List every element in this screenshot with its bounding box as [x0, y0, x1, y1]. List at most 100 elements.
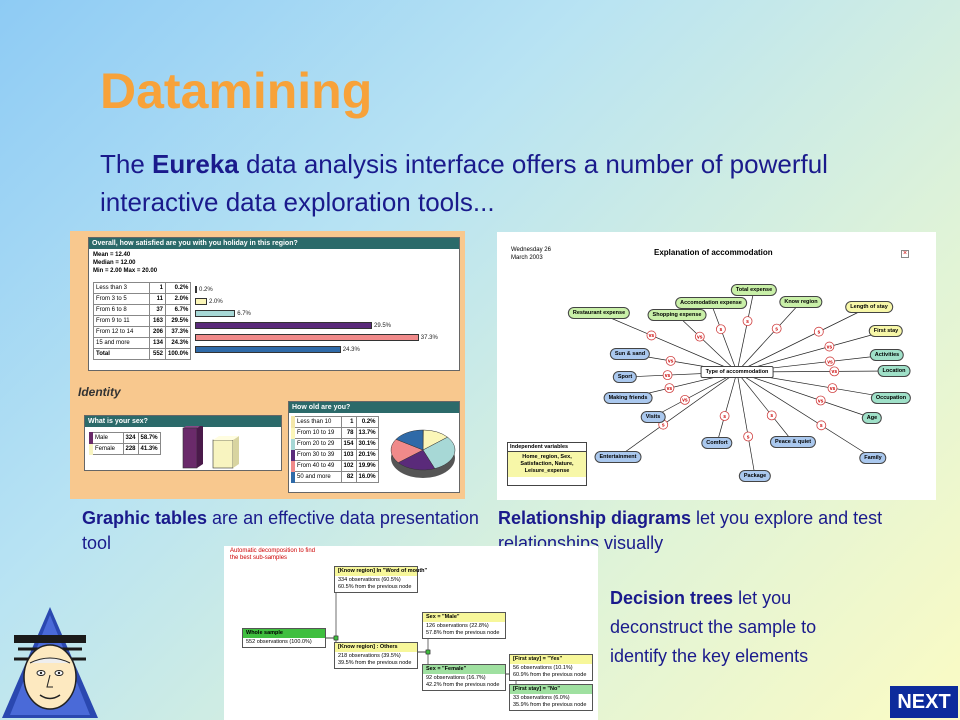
row-count: 1 [149, 282, 166, 294]
relationship-link [736, 371, 794, 443]
relationship-node[interactable]: Accomodation expense [675, 297, 747, 309]
relationship-center-node[interactable]: Type of accommodation [700, 366, 774, 378]
relationship-node[interactable]: Peace & quiet [769, 436, 817, 448]
relationship-node[interactable]: Shopping expense [647, 309, 707, 321]
relationship-node[interactable]: First stay [868, 325, 904, 337]
satisfaction-bar [195, 298, 207, 305]
significance-marker-label: s [775, 326, 778, 332]
relationship-link [736, 371, 756, 477]
row-label: From 9 to 11 [93, 315, 150, 327]
significance-marker [680, 394, 690, 405]
significance-marker-label: s [719, 327, 722, 333]
significance-marker-label: s [746, 319, 749, 325]
relationship-node[interactable]: Making friends [603, 392, 653, 404]
relationship-node[interactable]: Sport [612, 371, 638, 383]
tree-node-stat-line: 218 observations (39.5%) [338, 653, 401, 659]
intro-text-pre: The [100, 149, 153, 179]
relationship-node[interactable]: Sun & sand [609, 348, 651, 360]
tree-node[interactable]: [First stay] = "No"33 observations (6.0%… [509, 684, 593, 711]
bar-female [212, 439, 234, 469]
relationship-node[interactable]: Comfort [701, 437, 733, 449]
tree-node-title: Whole sample [243, 629, 325, 638]
significance-marker [646, 330, 657, 341]
relationship-node[interactable]: Restaurant expense [567, 307, 631, 319]
significance-marker [829, 366, 840, 377]
identity-section-label: Identity [78, 385, 121, 399]
tree-node-stat-line: 60.9% from the previous node [513, 672, 587, 678]
total-label: Total [93, 348, 150, 360]
graphic-tables-caption: Graphic tables are an effective data pre… [82, 506, 482, 556]
slide-intro: The Eureka data analysis interface offer… [100, 145, 900, 221]
relationship-node[interactable]: Entertainment [594, 451, 642, 463]
significance-marker-label: vs [830, 386, 836, 392]
satisfaction-bar [195, 322, 372, 329]
significance-marker-label: vs [665, 373, 671, 379]
significance-marker [742, 316, 753, 327]
row-count: 228 [122, 443, 139, 455]
tree-node-stats: 218 observations (39.5%)39.5% from the p… [335, 652, 417, 668]
row-label: From 10 to 19 [291, 427, 342, 439]
slide-title: Datamining [100, 63, 373, 119]
significance-marker [662, 370, 673, 381]
relationship-node[interactable]: Visits [640, 411, 666, 423]
significance-marker [825, 356, 835, 367]
significance-marker [665, 355, 676, 366]
relationship-link [710, 302, 738, 373]
pie-slice [422, 436, 456, 469]
relationship-node[interactable]: Package [738, 470, 772, 482]
relationship-node[interactable]: Length of stay [845, 301, 893, 313]
significance-marker [694, 331, 705, 342]
row-label: From 12 to 14 [93, 326, 150, 338]
total-count: 552 [149, 348, 166, 360]
tree-node[interactable]: Sex = "Female"92 observations (16.7%)42.… [422, 664, 506, 691]
tree-node-stat-line: 39.5% from the previous node [338, 660, 412, 666]
significance-marker-label: vs [827, 344, 833, 350]
relationship-node[interactable]: Know region [779, 296, 823, 308]
relationship-link [652, 371, 738, 418]
relationship-node[interactable]: Age [861, 412, 883, 424]
significance-marker-label: s [723, 414, 726, 420]
relationship-node[interactable]: Activities [869, 349, 905, 361]
relationship-link [617, 371, 738, 458]
satisfaction-bar-label: 6.7% [237, 311, 251, 317]
tree-header: Automatic decomposition to find the best… [230, 548, 315, 562]
relationship-node[interactable]: Family [859, 452, 887, 464]
significance-marker [719, 411, 730, 421]
row-count: 206 [149, 326, 166, 338]
significance-marker [816, 420, 827, 431]
significance-marker-label: vs [818, 398, 824, 404]
relationship-node[interactable]: Occupation [870, 392, 912, 404]
date-line-1: Wednesday 26 [511, 247, 551, 253]
row-count: 11 [149, 293, 166, 305]
significance-marker-label: s [820, 423, 823, 429]
row-label: Female [89, 443, 124, 455]
relationship-link [736, 289, 755, 373]
tree-node[interactable]: [Know region] In "Word of mouth"334 obse… [334, 566, 427, 593]
relationship-node[interactable]: Location [877, 365, 911, 377]
row-count: 37 [149, 304, 166, 316]
next-button[interactable]: NEXT [890, 686, 958, 718]
bar-side-male [197, 426, 203, 468]
close-icon[interactable]: × [901, 250, 909, 258]
row-label: From 3 to 5 [93, 293, 150, 305]
relationship-node[interactable]: Total expense [730, 284, 778, 296]
row-label: Male [89, 432, 124, 444]
tree-node[interactable]: Sex = "Male"126 observations (22.8%)57.8… [422, 612, 506, 639]
satisfaction-bar [195, 286, 197, 293]
relationship-diagram-screenshot: Wednesday 26 March 2003 Explanation of a… [497, 232, 936, 500]
intro-product-name: Eureka [152, 149, 239, 179]
significance-marker-label: s [662, 423, 665, 429]
age-question: How old are you? [289, 402, 459, 413]
tree-node[interactable]: [First stay] = "Yes"56 observations (10.… [509, 654, 593, 681]
caption-bold: Graphic tables [82, 508, 208, 528]
